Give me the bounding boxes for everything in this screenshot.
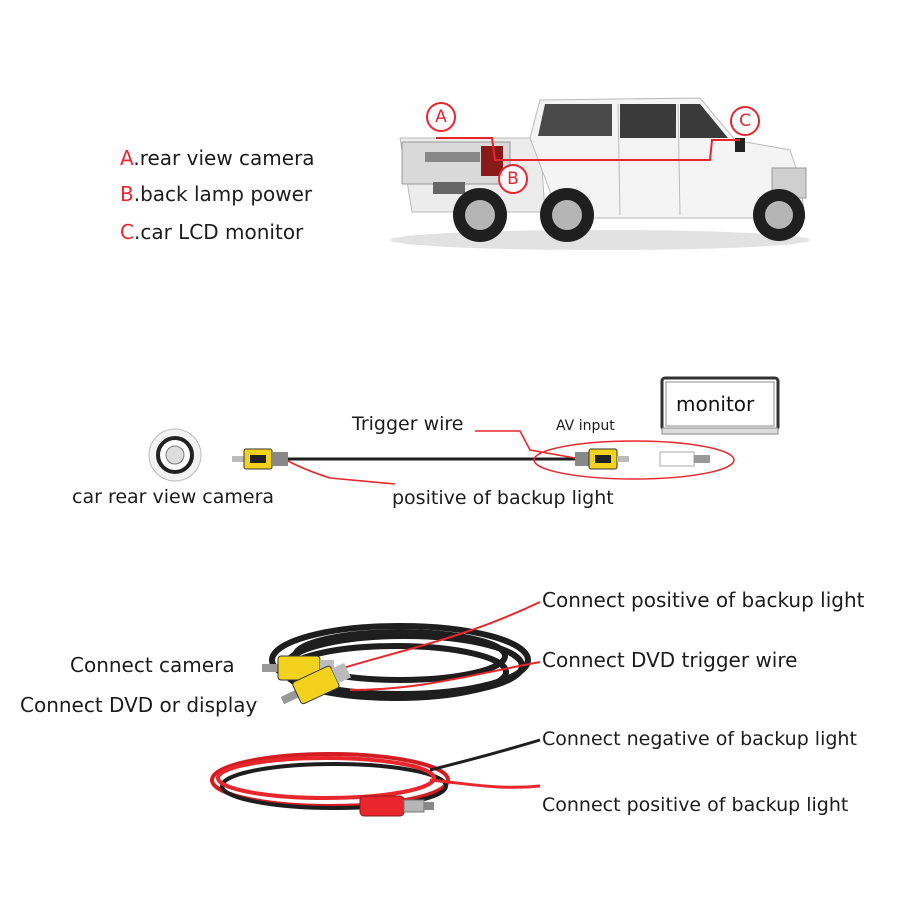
legend-letter: A [120, 146, 134, 170]
label-connect-positive-bottom: Connect positive of backup light [542, 794, 849, 816]
legend-item-b: B.back lamp power [120, 182, 312, 206]
truck-marker-a: A [426, 102, 456, 132]
trigger-wire-label: Trigger wire [352, 413, 464, 435]
rca-plug-camera-icon [262, 655, 334, 681]
legend-text: .rear view camera [133, 146, 315, 170]
legend-text: .car LCD monitor [133, 220, 304, 244]
legend-text: .back lamp power [133, 182, 313, 206]
label-connect-dvd-trigger: Connect DVD trigger wire [542, 648, 798, 672]
legend-letter: B [120, 182, 134, 206]
camera-label: car rear view camera [72, 486, 275, 508]
rca-connector-right-icon [575, 448, 629, 470]
dc-plug-icon [359, 795, 434, 817]
av-input-label: AV input [556, 418, 615, 434]
truck-marker-b: B [498, 164, 528, 194]
legend-item-a: A.rear view camera [120, 146, 315, 170]
monitor-label: monitor [676, 392, 755, 416]
positive-backup-label: positive of backup light [392, 487, 614, 509]
label-connect-positive-top: Connect positive of backup light [542, 588, 865, 612]
label-connect-dvd-display: Connect DVD or display [20, 693, 258, 717]
rca-connector-left-icon [232, 448, 288, 470]
camera-icon [148, 428, 202, 482]
legend-letter: C [120, 220, 134, 244]
truck-marker-c: C [730, 106, 760, 136]
monitor-plug-icon [659, 451, 710, 467]
coiled-power-cable [210, 752, 450, 810]
legend-item-c: C.car LCD monitor [120, 220, 303, 244]
label-connect-camera: Connect camera [70, 653, 235, 677]
monitor-icon [660, 376, 780, 435]
label-connect-negative: Connect negative of backup light [542, 728, 857, 750]
rca-plug-display-icon [280, 662, 351, 705]
